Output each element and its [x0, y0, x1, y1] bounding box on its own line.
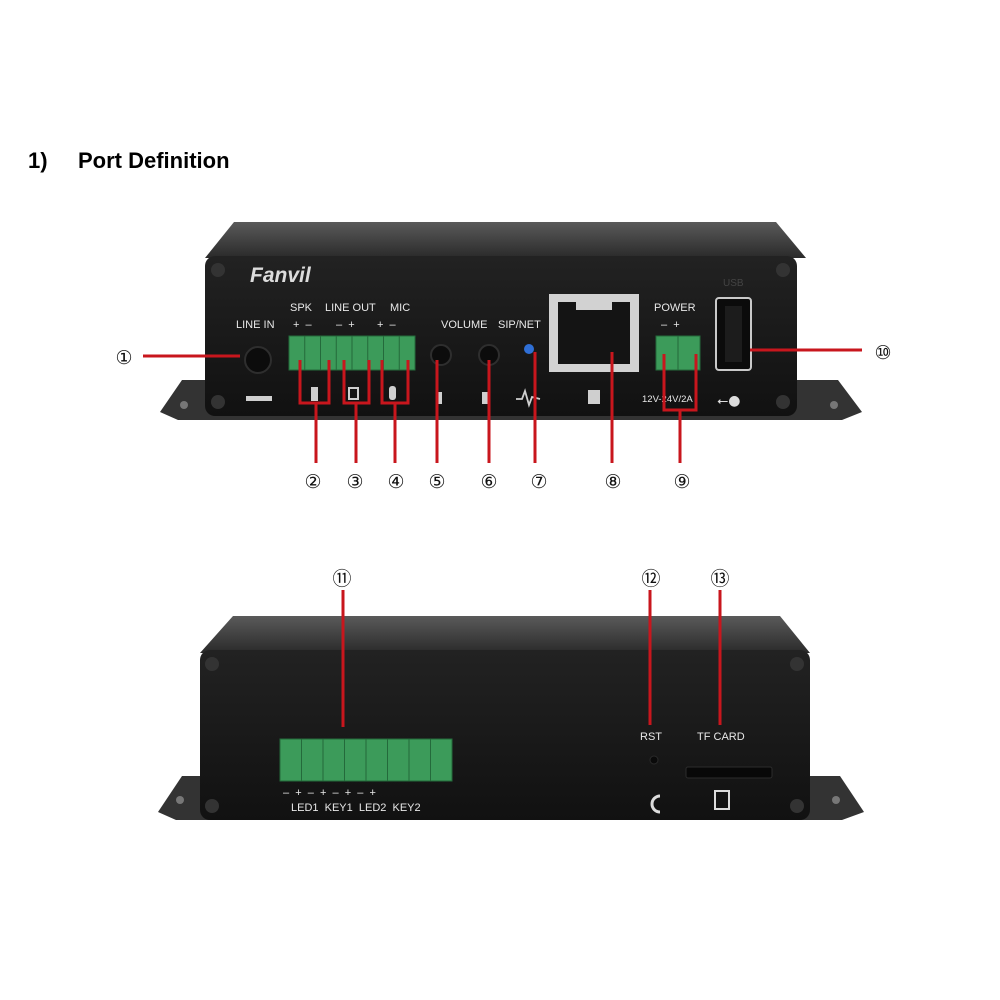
mic-polarity: + – — [377, 319, 397, 331]
volume-label: VOLUME — [441, 319, 487, 331]
callout-13: ⑬ — [710, 568, 729, 590]
front-flange-hole-left — [180, 401, 188, 409]
volume-down-icon — [436, 392, 442, 404]
sip-net-led — [524, 344, 534, 354]
callout-11: ⑪ — [332, 568, 351, 590]
mic-label: MIC — [390, 302, 410, 314]
voltage-label: 12V-24V/2A — [642, 394, 693, 405]
reset-button[interactable] — [649, 755, 659, 765]
screw-icon — [205, 799, 219, 813]
io-terminal-names: LED1 KEY1 LED2 KEY2 — [291, 802, 421, 814]
line-in-label: LINE IN — [236, 319, 275, 331]
callout-1: ① — [115, 347, 132, 369]
rst-label: RST — [640, 731, 662, 743]
front-flange-hole-right — [830, 401, 838, 409]
usb-label: USB — [723, 278, 744, 289]
callout-3: ③ — [346, 471, 363, 493]
callout-7: ⑦ — [530, 471, 547, 493]
front-device: Fanvil LINE IN SPK LINE OUT MIC + – – + … — [160, 222, 862, 420]
speaker-icon — [311, 387, 318, 401]
back-device: – + – + – + – + LED1 KEY1 LED2 KEY2 RST … — [158, 616, 864, 820]
callout-lines — [143, 348, 862, 727]
back-flange-hole-right — [832, 796, 840, 804]
tf-card-slot[interactable] — [685, 766, 773, 779]
power-polarity: – + — [661, 319, 680, 331]
front-top-cover — [205, 222, 806, 258]
screw-icon — [776, 263, 790, 277]
callout-4: ④ — [387, 471, 404, 493]
screw-icon — [205, 657, 219, 671]
back-top-cover — [200, 616, 810, 653]
section-title: 1) Port Definition — [28, 148, 230, 174]
callout-12: ⑫ — [641, 568, 660, 590]
screw-icon — [790, 657, 804, 671]
section-title-text: Port Definition — [78, 148, 230, 173]
volume-down-button[interactable] — [430, 344, 452, 366]
tf-card-label: TF CARD — [697, 731, 745, 743]
line-out-label: LINE OUT — [325, 302, 376, 314]
callout-8: ⑧ — [604, 471, 621, 493]
usb-icon: ⭠● — [717, 393, 740, 409]
line-in-icon — [246, 396, 272, 401]
io-terminal-polarity: – + – + – + – + — [283, 787, 376, 799]
section-number: 1) — [28, 148, 48, 173]
callout-9: ⑨ — [673, 471, 690, 493]
spk-polarity: + – — [293, 319, 313, 331]
sip-net-label: SIP/NET — [498, 319, 541, 331]
brand-logo: Fanvil — [250, 264, 312, 287]
network-icon — [588, 390, 600, 404]
io-terminal-block[interactable] — [279, 738, 453, 782]
back-flange-hole-left — [176, 796, 184, 804]
screw-icon — [211, 263, 225, 277]
spk-label: SPK — [290, 302, 313, 314]
sd-card-icon — [714, 790, 730, 810]
sip-net-icon — [516, 388, 541, 408]
microphone-icon — [389, 386, 396, 400]
callout-6: ⑥ — [480, 471, 497, 493]
usb-port[interactable] — [715, 297, 752, 371]
power-label: POWER — [654, 302, 696, 314]
line-out-icon — [348, 387, 359, 400]
screw-icon — [790, 799, 804, 813]
callout-10: ⑩ — [874, 342, 891, 364]
audio-terminal-block[interactable] — [288, 335, 416, 371]
callout-numbers: ① ② ③ ④ ⑤ ⑥ ⑦ ⑧ ⑨ ⑩ ⑪ ⑫ ⑬ — [115, 342, 891, 590]
reset-icon — [650, 794, 661, 814]
line-out-polarity: – + — [336, 319, 355, 331]
volume-up-icon — [482, 392, 490, 404]
callout-2: ② — [304, 471, 321, 493]
screw-icon — [211, 395, 225, 409]
screw-icon — [776, 395, 790, 409]
ethernet-port[interactable] — [549, 294, 639, 372]
callout-5: ⑤ — [428, 471, 445, 493]
line-in-jack[interactable] — [244, 346, 272, 374]
front-face — [205, 256, 797, 416]
